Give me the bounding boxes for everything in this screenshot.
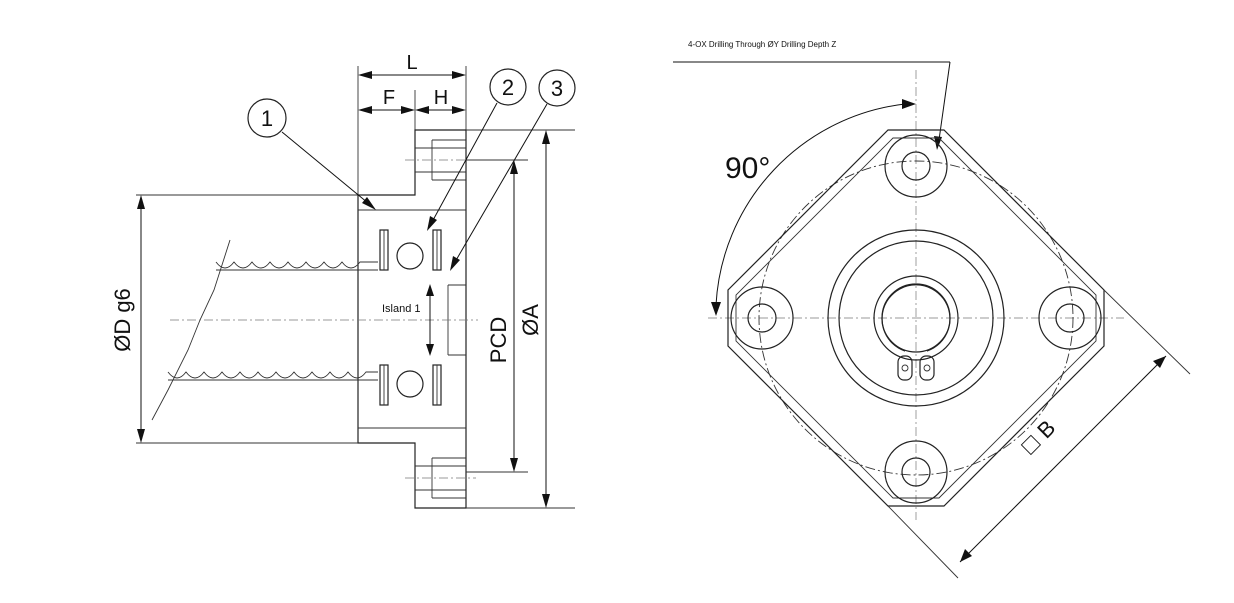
square-dimension: □ B (887, 289, 1191, 579)
angle-dimension: 90° (711, 99, 916, 316)
upper-bearing (379, 229, 442, 271)
callout-1-label: 1 (261, 106, 273, 131)
dimension-H: H (415, 87, 466, 114)
dimension-D: ØD g6 (110, 194, 358, 444)
front-view: 4-OX Drilling Through ØY Drilling Depth … (673, 40, 1191, 579)
dimension-PCD: PCD (466, 159, 528, 473)
upper-ball (396, 242, 424, 270)
inner-dimension: Island 1 (382, 284, 434, 356)
lower-bearing (379, 364, 442, 406)
callout-2: 2 (427, 68, 527, 231)
mounting-hole-bottom (884, 440, 948, 504)
side-view: L F H (110, 52, 576, 509)
housing-outline (357, 129, 467, 509)
callout-3-label: 3 (551, 76, 563, 101)
mounting-hole-top (884, 134, 948, 198)
dimension-L: L (358, 52, 466, 79)
dimension-F: F (358, 87, 415, 114)
mounting-hole-right (1038, 286, 1102, 350)
ball-screw-shaft (151, 239, 478, 421)
angle-label: 90° (725, 152, 770, 185)
callout-3: 3 (450, 69, 576, 271)
flange-inner-chamfer (735, 137, 1097, 499)
flange-hole-bottom (405, 457, 476, 499)
flange-outline (727, 129, 1105, 507)
dimension-H-label: H (434, 87, 448, 109)
lower-ball (396, 370, 424, 398)
front-centerlines (708, 70, 1124, 520)
dimension-A-label: ØA (518, 304, 543, 336)
dimension-A: ØA (466, 129, 575, 509)
callout-2-label: 2 (502, 75, 514, 100)
flange-hole-top (405, 139, 476, 181)
mounting-hole-left (730, 286, 794, 350)
dimension-F-label: F (383, 87, 395, 109)
callout-1: 1 (247, 98, 376, 210)
dimension-PCD-label: PCD (486, 317, 511, 363)
dimension-D-label: ØD g6 (110, 288, 135, 352)
drilling-note: 4-OX Drilling Through ØY Drilling Depth … (688, 40, 836, 49)
dimension-L-label: L (406, 52, 417, 74)
island-label: Island 1 (382, 303, 421, 315)
retaining-ring (881, 284, 951, 381)
